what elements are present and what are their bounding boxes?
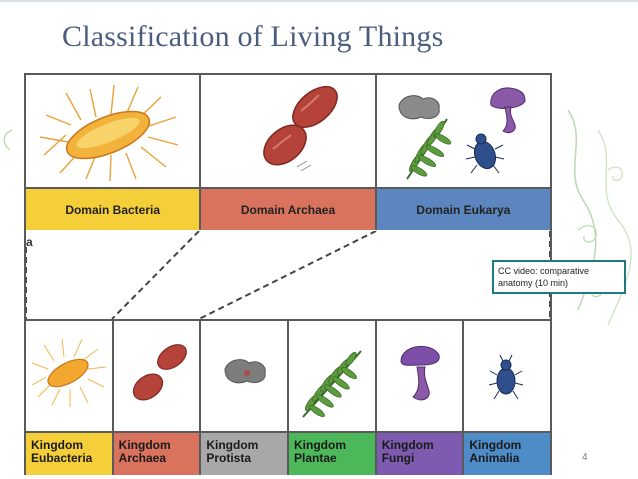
top-rule <box>0 0 638 2</box>
kingdom-label-line2: Eubacteria <box>31 451 93 465</box>
kingdom-cell-eubacteria: Kingdom Eubacteria <box>26 321 114 475</box>
kingdom-label-line1: Kingdom <box>118 438 171 452</box>
kingdom-label-protista: Kingdom Protista <box>201 431 288 475</box>
kingdom-label-line1: Kingdom <box>381 438 434 452</box>
domain-label-archaea: Domain Archaea <box>201 187 375 230</box>
protista-illustration <box>201 321 287 431</box>
kingdom-cell-archaea: Kingdom Archaea <box>113 321 202 475</box>
connector-area: a <box>26 231 550 319</box>
domains-row: Domain Bacteria Domain Archaea <box>26 75 550 230</box>
kingdom-label-plantae: Kingdom Plantae <box>289 431 375 475</box>
domain-label-eukarya: Domain Eukarya <box>376 187 550 230</box>
eubacteria-illustration <box>26 321 112 431</box>
kingdom-label-animalia: Kingdom Animalia <box>464 431 551 475</box>
kingdom-label-line1: Kingdom <box>31 438 83 452</box>
slide-title: Classification of Living Things <box>62 20 444 53</box>
kingdom-label-eubacteria: Kingdom Eubacteria <box>26 431 112 475</box>
kingdom-cell-protista: Kingdom Protista <box>201 321 290 475</box>
kingdom-cell-animalia: Kingdom Animalia <box>464 321 551 475</box>
kingdom-label-line2: Animalia <box>469 451 520 465</box>
kingdom-label-line1: Kingdom <box>469 438 522 452</box>
domain-cell-eukarya: Domain Eukarya <box>376 75 550 230</box>
kingdom-label-fungi: Kingdom Fungi <box>376 431 463 475</box>
kingdom-label-line1: Kingdom <box>206 438 259 452</box>
kingdom-label-line1: Kingdom <box>294 438 347 452</box>
vine-decoration-left <box>3 129 13 151</box>
plantae-illustration <box>289 321 375 431</box>
eukarya-illustration <box>376 75 550 187</box>
panel-label: a <box>26 235 33 249</box>
kingdoms-row: Kingdom Eubacteria Kingdom Archaea <box>26 319 551 475</box>
domain-cell-archaea: Domain Archaea <box>201 75 377 230</box>
kingdom-cell-plantae: Kingdom Plantae <box>289 321 377 475</box>
page-number: 4 <box>582 452 588 463</box>
archaea-kingdom-illustration <box>114 321 200 431</box>
archaea-illustration <box>201 75 375 187</box>
kingdom-label-line2: Fungi <box>381 451 415 465</box>
vine-decoration <box>567 110 632 326</box>
animalia-illustration <box>464 321 550 431</box>
kingdom-label-line2: Archaea <box>118 451 167 465</box>
fungi-illustration <box>377 321 463 431</box>
domain-label-bacteria: Domain Bacteria <box>26 187 200 230</box>
video-callout-link[interactable]: CC video: comparative anatomy (10 min) <box>492 260 626 294</box>
kingdom-label-line2: Plantae <box>294 451 337 465</box>
kingdom-cell-fungi: Kingdom Fungi <box>376 321 465 475</box>
domain-cell-bacteria: Domain Bacteria <box>26 75 202 230</box>
kingdom-label-archaea: Kingdom Archaea <box>113 431 200 475</box>
bacteria-illustration <box>26 75 200 187</box>
kingdom-label-line2: Protista <box>206 451 252 465</box>
classification-figure: Domain Bacteria Domain Archaea <box>24 73 552 475</box>
